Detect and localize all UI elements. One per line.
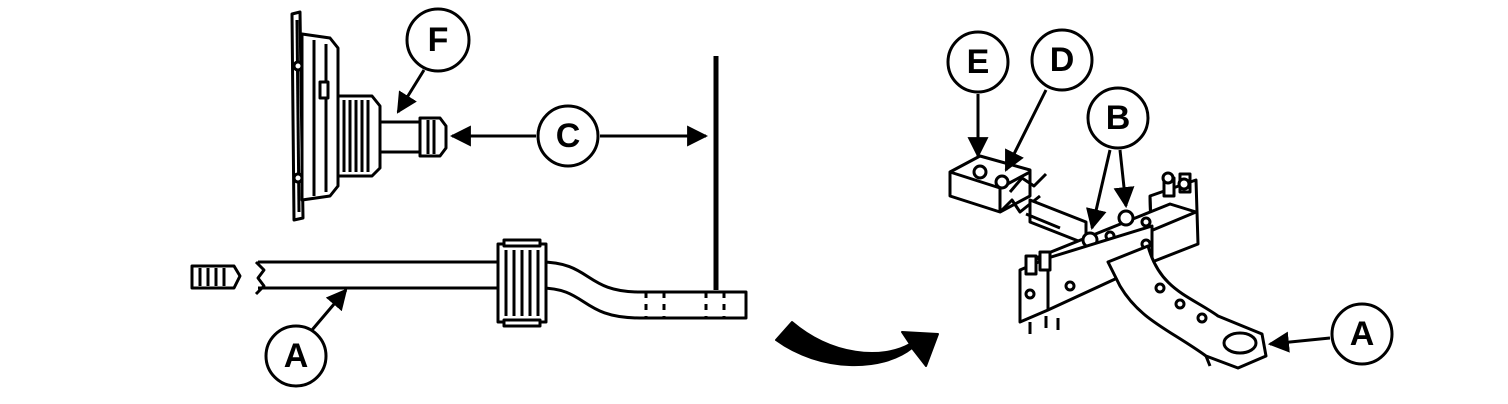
callout-a-left: A xyxy=(264,324,328,388)
callout-c-label: C xyxy=(556,117,581,155)
callout-a-left-label: A xyxy=(284,337,309,375)
callout-a-left-arrow xyxy=(310,288,348,331)
callout-b-arrow-1 xyxy=(1086,149,1112,231)
callout-a-right-label: A xyxy=(1350,315,1375,353)
callout-f-arrow xyxy=(396,69,426,114)
drawbar-side-view xyxy=(190,260,748,320)
callout-d: D xyxy=(1030,28,1094,92)
pto-shaft xyxy=(378,116,448,158)
pto-housing xyxy=(290,10,382,222)
drawbar-tongue xyxy=(1106,244,1268,370)
callout-d-arrow xyxy=(1004,89,1048,172)
callout-a-right: A xyxy=(1330,302,1394,366)
callout-f: F xyxy=(405,7,471,73)
callout-b: B xyxy=(1086,86,1150,150)
callout-b-label: B xyxy=(1106,99,1131,137)
callout-d-label: D xyxy=(1050,41,1075,79)
callout-e: E xyxy=(946,30,1010,94)
callout-e-label: E xyxy=(967,43,990,81)
transition-arrow xyxy=(775,321,939,367)
callout-c: C xyxy=(536,104,600,168)
callout-a-right-arrow xyxy=(1267,331,1331,353)
callout-b-arrow-2 xyxy=(1113,149,1135,209)
support-rails xyxy=(1025,198,1088,246)
callout-f-label: F xyxy=(428,21,449,59)
drawbar-clamp xyxy=(496,238,548,328)
